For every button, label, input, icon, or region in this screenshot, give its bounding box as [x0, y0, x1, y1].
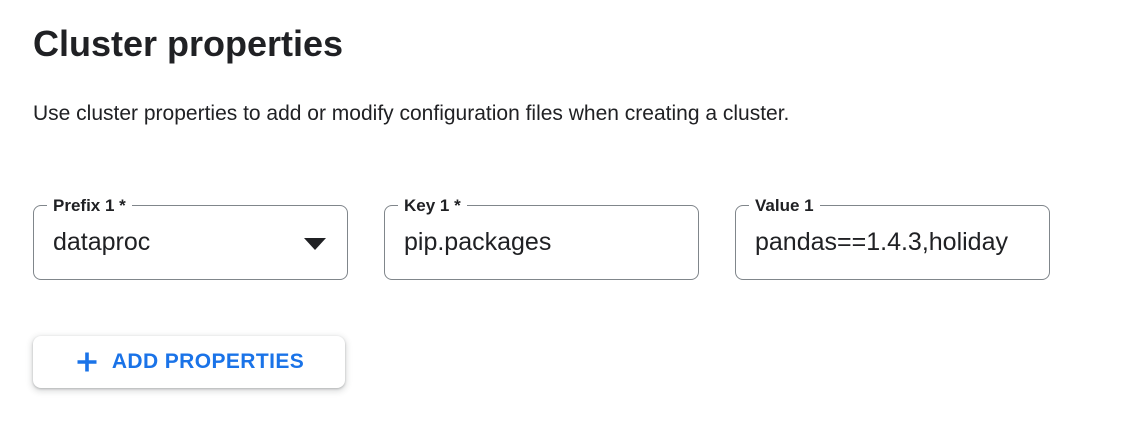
plus-icon	[74, 349, 100, 375]
prefix-select[interactable]: Prefix 1 * dataproc	[33, 195, 348, 280]
page-description: Use cluster properties to add or modify …	[33, 102, 790, 125]
value-label: Value 1	[749, 195, 820, 216]
add-properties-button-label: ADD PROPERTIES	[111, 350, 305, 373]
prefix-selected-value: dataproc	[53, 228, 151, 256]
page-title: Cluster properties	[33, 23, 344, 64]
property-row: Prefix 1 * dataproc Key 1 * Value 1	[33, 195, 1122, 280]
value-input[interactable]	[736, 212, 1049, 273]
prefix-label: Prefix 1 *	[47, 195, 132, 216]
key-input[interactable]	[385, 212, 698, 273]
add-properties-button[interactable]: ADD PROPERTIES	[33, 336, 345, 388]
key-field-container: Key 1 *	[384, 195, 699, 280]
value-field-container: Value 1	[735, 195, 1050, 280]
key-label: Key 1 *	[398, 195, 467, 216]
dropdown-arrow-icon	[304, 238, 326, 250]
